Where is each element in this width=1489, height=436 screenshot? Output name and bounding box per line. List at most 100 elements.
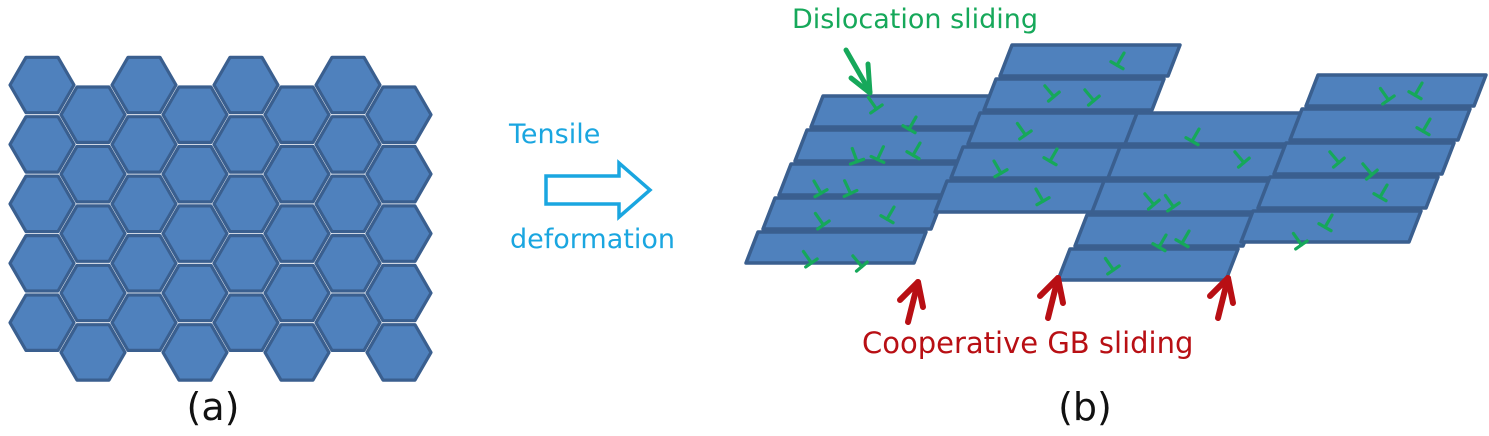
hexagon-grain [8, 174, 76, 234]
hexagon-grain [263, 144, 331, 204]
dislocation-symbol-icon [1083, 88, 1101, 107]
hexagon-grain [110, 234, 178, 293]
hexagon-grain [59, 85, 127, 144]
elongated-grain [777, 162, 961, 197]
panel-b-elongated-grains [744, 43, 1488, 282]
dislocation-symbol-icon [1378, 86, 1396, 106]
hexagon-grain [110, 293, 178, 352]
dislocation-symbol-icon [1233, 150, 1251, 169]
dislocation-symbol-icon [1372, 183, 1389, 203]
dislocation-symbol-icon [801, 249, 819, 269]
elongated-grain [1090, 179, 1274, 214]
gb-sliding-label: Cooperative GB sliding [862, 326, 1193, 360]
hexagon-grain [263, 263, 331, 323]
gb-sliding-arrow-icon [1207, 275, 1236, 321]
dislocation-symbol-icon [1042, 147, 1059, 167]
hexagon-grain [212, 293, 280, 352]
elongated-grain [1056, 247, 1240, 282]
elongated-grain [1239, 209, 1423, 244]
hollow-right-arrow-icon [544, 159, 653, 221]
hexagon-grain [314, 115, 382, 174]
hexagon-grain [314, 234, 382, 293]
dislocation-symbol-icon [848, 146, 866, 166]
dislocation-symbol-icon [1317, 213, 1334, 233]
elongated-grain [793, 128, 977, 163]
dislocation-symbol-icon [1103, 256, 1121, 276]
elongated-grain [744, 230, 928, 265]
tensile-deformation-transition: Tensile deformation [508, 119, 675, 255]
dislocation-symbol-icon [1015, 121, 1033, 141]
dislocation-symbol-icon [851, 254, 869, 273]
hexagon-grain [263, 85, 331, 144]
hexagon-grain [8, 293, 76, 352]
elongated-grain [1288, 107, 1472, 142]
elongated-grain [1304, 73, 1488, 108]
dislocation-symbol-icon [866, 95, 884, 115]
elongated-grain [809, 94, 993, 129]
elongated-grain [1256, 175, 1440, 210]
dislocation-symbol-icon [1415, 117, 1432, 137]
gb-sliding-arrows [897, 275, 1236, 325]
panel-b-caption: (b) [1058, 385, 1112, 429]
elongated-grain [998, 43, 1182, 78]
dislocation-symbol-icon [1151, 233, 1168, 253]
dislocation-sliding-label: Dislocation sliding [792, 4, 1038, 35]
hexagon-grain [8, 55, 76, 115]
dislocation-symbol-icon [842, 179, 859, 198]
hexagon-grain [161, 263, 229, 323]
hexagon-grain [59, 204, 127, 263]
dislocation-symbol-icon [869, 145, 886, 164]
hexagon-grain [314, 293, 382, 352]
elongated-grain [933, 179, 1117, 214]
dislocation-symbol-icon [879, 205, 896, 225]
dislocation-symbol-icon [1163, 193, 1181, 213]
hexagon-grain [212, 234, 280, 293]
gb-sliding-arrow-icon [897, 279, 926, 325]
hexagon-grain [161, 323, 229, 382]
dislocation-symbols [801, 51, 1432, 276]
dislocation-symbol-icon [1184, 127, 1201, 147]
hexagon-grain [8, 234, 76, 293]
hexagon-grain [365, 323, 433, 382]
dislocation-symbol-icon [1291, 231, 1309, 251]
hexagon-grain [314, 55, 382, 115]
elongated-grain [1073, 213, 1257, 248]
hexagon-grain [110, 115, 178, 174]
elongated-grain [761, 196, 945, 231]
hexagon-grain [110, 174, 178, 234]
hexagon-grain [365, 144, 433, 204]
hexagon-grain [59, 263, 127, 323]
dislocation-symbol-icon [1043, 84, 1061, 103]
elongated-grain [949, 145, 1133, 180]
hexagon-grain [212, 115, 280, 174]
hexagon-grain [365, 204, 433, 263]
deformation-label: deformation [510, 224, 675, 255]
hexagon-grain [263, 323, 331, 382]
dislocation-symbol-icon [1328, 150, 1346, 169]
hexagon-grain [263, 204, 331, 263]
hexagon-grain [365, 263, 433, 323]
hexagon-grain [365, 85, 433, 144]
dislocation-symbol-icon [1109, 51, 1126, 71]
hexagon-grain [161, 85, 229, 144]
dislocation-symbol-icon [813, 211, 831, 231]
elongated-grain [982, 77, 1166, 112]
dislocation-symbol-icon [992, 159, 1009, 179]
elongated-grain [1106, 145, 1290, 180]
dislocation-symbol-icon [1407, 81, 1424, 101]
dislocation-symbol-icon [1174, 229, 1191, 249]
dislocation-symbol-icon [1361, 162, 1379, 181]
hexagon-grain [161, 144, 229, 204]
elongated-grain [1123, 111, 1307, 146]
hexagon-grain [161, 204, 229, 263]
hexagon-grain [8, 115, 76, 174]
dislocation-arrow-icon [843, 47, 873, 96]
hexagon-grain [314, 174, 382, 234]
hexagon-grain [59, 323, 127, 382]
panel-a-caption: (a) [187, 385, 240, 429]
dislocation-symbol-icon [901, 115, 918, 135]
dislocation-symbol-icon [1143, 192, 1161, 211]
hexagon-grain [212, 55, 280, 115]
panel-a-hexagon-grains [8, 55, 433, 382]
